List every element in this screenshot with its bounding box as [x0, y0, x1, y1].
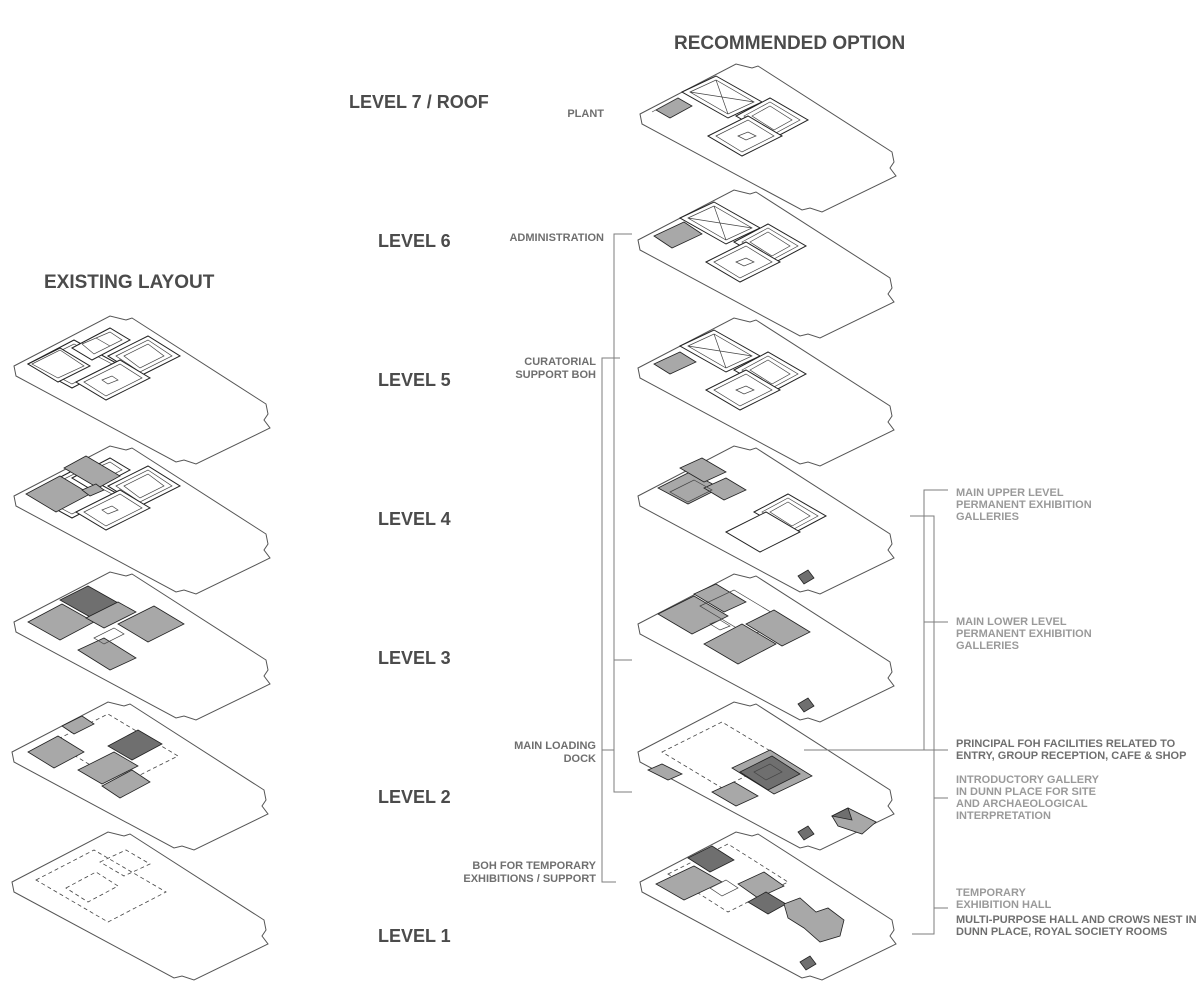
loading-dock-label-line-2: DOCK: [564, 753, 596, 765]
existing-level-4-plan: [13, 445, 271, 595]
level-7-roof-label: LEVEL 7 / ROOF: [349, 92, 489, 112]
loading-dock-label-line-1: MAIN LOADING: [514, 740, 596, 752]
boh-temp-label-line-1: BOH FOR TEMPORARY: [472, 860, 596, 872]
upper-galleries-label-line-2: PERMANENT EXHIBITION: [956, 499, 1092, 511]
upper-galleries-label-line-3: GALLERIES: [956, 511, 1019, 523]
temp-hall-label-line-1: TEMPORARY: [956, 887, 1027, 899]
administration-label: ADMINISTRATION: [509, 232, 604, 244]
level-4-label: LEVEL 4: [378, 509, 451, 529]
level-3-label: LEVEL 3: [378, 648, 451, 668]
recommended-level-2-plan: [637, 701, 895, 851]
existing-level-3-plan: [13, 571, 271, 721]
intro-gallery-label-line-3: AND ARCHAEOLOGICAL: [956, 798, 1088, 810]
multi-purpose-label-line-1: MULTI-PURPOSE HALL AND CROWS NEST IN: [956, 914, 1197, 926]
recommended-option-heading: RECOMMENDED OPTION: [674, 33, 905, 54]
foh-label-line-1: PRINCIPAL FOH FACILITIES RELATED TO: [956, 738, 1176, 750]
upper-galleries-label-line-1: MAIN UPPER LEVEL: [956, 487, 1064, 499]
existing-level-1-plan: [11, 831, 269, 981]
intro-gallery-label-line-1: INTRODUCTORY GALLERY: [956, 774, 1100, 786]
lower-galleries-label-line-1: MAIN LOWER LEVEL: [956, 616, 1067, 628]
recommended-level-7-roof-plan: [639, 63, 897, 213]
recommended-level-1-plan: [639, 831, 897, 981]
curatorial-label-line-2: SUPPORT BOH: [515, 369, 596, 381]
foh-label-line-2: ENTRY, GROUP RECEPTION, CAFE & SHOP: [956, 750, 1186, 762]
intro-gallery-label-line-2: IN DUNN PLACE FOR SITE: [956, 786, 1096, 798]
recommended-level-6-plan: [637, 189, 895, 339]
boh-temp-label-line-2: EXHIBITIONS / SUPPORT: [463, 873, 596, 885]
temp-hall-label-line-2: EXHIBITION HALL: [956, 899, 1052, 911]
curatorial-label-line-1: CURATORIAL: [524, 356, 596, 368]
level-2-label: LEVEL 2: [378, 787, 451, 807]
existing-level-2-plan: [11, 701, 269, 851]
recommended-level-5-plan: [637, 317, 895, 467]
plant-label: PLANT: [567, 108, 604, 120]
multi-purpose-label-line-2: DUNN PLACE, ROYAL SOCIETY ROOMS: [956, 926, 1167, 938]
left-bracket-lines: [601, 233, 632, 883]
lower-galleries-label-line-2: PERMANENT EXHIBITION: [956, 628, 1092, 640]
lower-galleries-label-line-3: GALLERIES: [956, 640, 1019, 652]
recommended-level-3-plan: [637, 573, 895, 723]
right-bracket-lines: [804, 489, 948, 935]
intro-gallery-label-line-4: INTERPRETATION: [956, 810, 1051, 822]
existing-level-5-plan: [13, 315, 271, 465]
level-6-label: LEVEL 6: [378, 231, 451, 251]
recommended-level-4-plan: [637, 445, 895, 595]
level-1-label: LEVEL 1: [378, 926, 451, 946]
existing-layout-heading: EXISTING LAYOUT: [44, 272, 215, 293]
level-5-label: LEVEL 5: [378, 370, 451, 390]
